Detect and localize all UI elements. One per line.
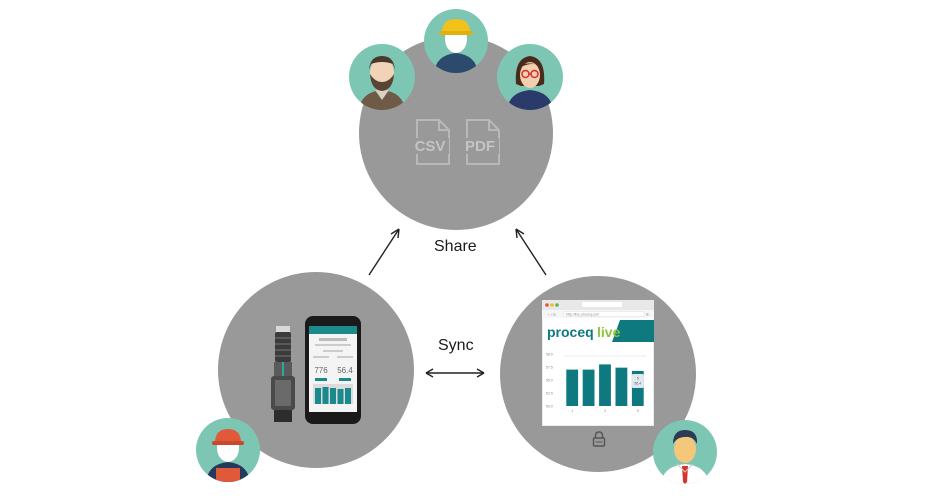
avatar-hardhat-worker bbox=[424, 9, 488, 73]
svg-text:776: 776 bbox=[314, 366, 328, 375]
chart-bar bbox=[631, 370, 644, 406]
avatar-field-technician bbox=[196, 418, 260, 482]
avatar-woman-glasses bbox=[497, 44, 563, 110]
chart-y-tick: 58.0 bbox=[546, 353, 553, 357]
avatar-bearded-man bbox=[349, 44, 415, 110]
arrow-up-right-icon bbox=[366, 224, 406, 278]
smartphone: 776 56.4 bbox=[305, 316, 361, 424]
chart-bar bbox=[582, 369, 595, 406]
svg-text:CSV: CSV bbox=[415, 138, 446, 155]
arrow-up-left-icon bbox=[510, 224, 550, 278]
svg-text:PDF: PDF bbox=[465, 138, 495, 155]
chart-callout bbox=[631, 374, 644, 388]
double-arrow-icon bbox=[424, 366, 486, 380]
chart-y-tick: 52.5 bbox=[546, 392, 553, 396]
chart-x-tick: 3 bbox=[604, 409, 606, 413]
share-label: Share bbox=[434, 238, 477, 255]
csv-file-icon: CSV bbox=[411, 118, 453, 166]
svg-text:56.4: 56.4 bbox=[337, 366, 353, 375]
sync-label: Sync bbox=[438, 337, 474, 354]
avatar-businessman bbox=[653, 420, 717, 484]
lock-icon bbox=[592, 431, 606, 447]
chart-bar bbox=[615, 367, 628, 406]
chart-y-tick: 57.5 bbox=[546, 366, 553, 370]
svg-text:live: live bbox=[597, 324, 621, 340]
svg-text:≡: ≡ bbox=[646, 312, 649, 318]
rebound-hammer-device bbox=[268, 326, 298, 424]
svg-text:‹ › ↻: ‹ › ↻ bbox=[548, 312, 556, 317]
svg-text:http://live.proceq.com: http://live.proceq.com bbox=[566, 313, 599, 317]
pdf-file-icon: PDF bbox=[461, 118, 503, 166]
svg-text:proceq: proceq bbox=[547, 324, 594, 340]
chart-callout-text: 5 bbox=[637, 377, 639, 381]
chart-x-tick: 5 bbox=[637, 409, 639, 413]
chart-y-tick: 55.0 bbox=[546, 379, 553, 383]
chart-x-tick: 1 bbox=[571, 409, 573, 413]
chart-callout-text: 56.4 bbox=[634, 382, 641, 386]
chart-y-tick: 50.0 bbox=[546, 405, 553, 409]
chart-bar bbox=[566, 369, 579, 406]
chart-bar bbox=[599, 364, 611, 406]
